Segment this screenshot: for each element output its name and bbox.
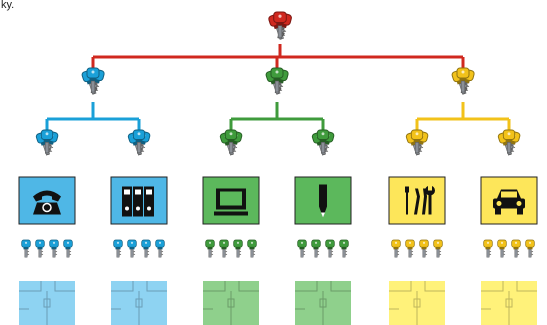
master-key-icon xyxy=(268,11,292,40)
car-icon xyxy=(493,189,525,215)
room-plan xyxy=(111,281,167,325)
room-plan xyxy=(19,281,75,325)
dept-panel-computer-monitor xyxy=(202,176,260,225)
dept-key-icon xyxy=(497,129,521,156)
dept-panel-car xyxy=(480,176,538,225)
dept-panel-pencil xyxy=(294,176,352,225)
user-keys-row xyxy=(113,239,165,258)
binders-icon xyxy=(122,186,154,217)
dept-key-icon xyxy=(35,129,59,156)
user-keys-row xyxy=(297,239,349,258)
dept-key-icon xyxy=(405,129,429,156)
telephone-icon xyxy=(33,190,61,215)
room-plan xyxy=(203,281,259,325)
tools-icon xyxy=(405,185,435,215)
group-key-icon-green xyxy=(265,67,289,95)
dept-key-icon xyxy=(127,129,151,156)
pencil-icon xyxy=(319,184,327,218)
user-keys-row xyxy=(483,239,535,258)
dept-panel-telephone xyxy=(18,176,76,225)
room-plan xyxy=(295,281,351,325)
user-keys-row xyxy=(391,239,443,258)
room-plan xyxy=(481,281,537,325)
dept-key-icon xyxy=(219,129,243,156)
dept-key-icon xyxy=(311,129,335,156)
group-key-icon-yellow xyxy=(451,67,475,95)
dept-panel-tools xyxy=(388,176,446,225)
computer-monitor-icon xyxy=(214,188,248,216)
dept-panel-binders xyxy=(110,176,168,225)
group-key-icon-blue xyxy=(81,67,105,95)
room-plan xyxy=(389,281,445,325)
clipped-caption-text: ky. xyxy=(1,0,15,11)
user-keys-row xyxy=(21,239,73,258)
user-keys-row xyxy=(205,239,257,258)
